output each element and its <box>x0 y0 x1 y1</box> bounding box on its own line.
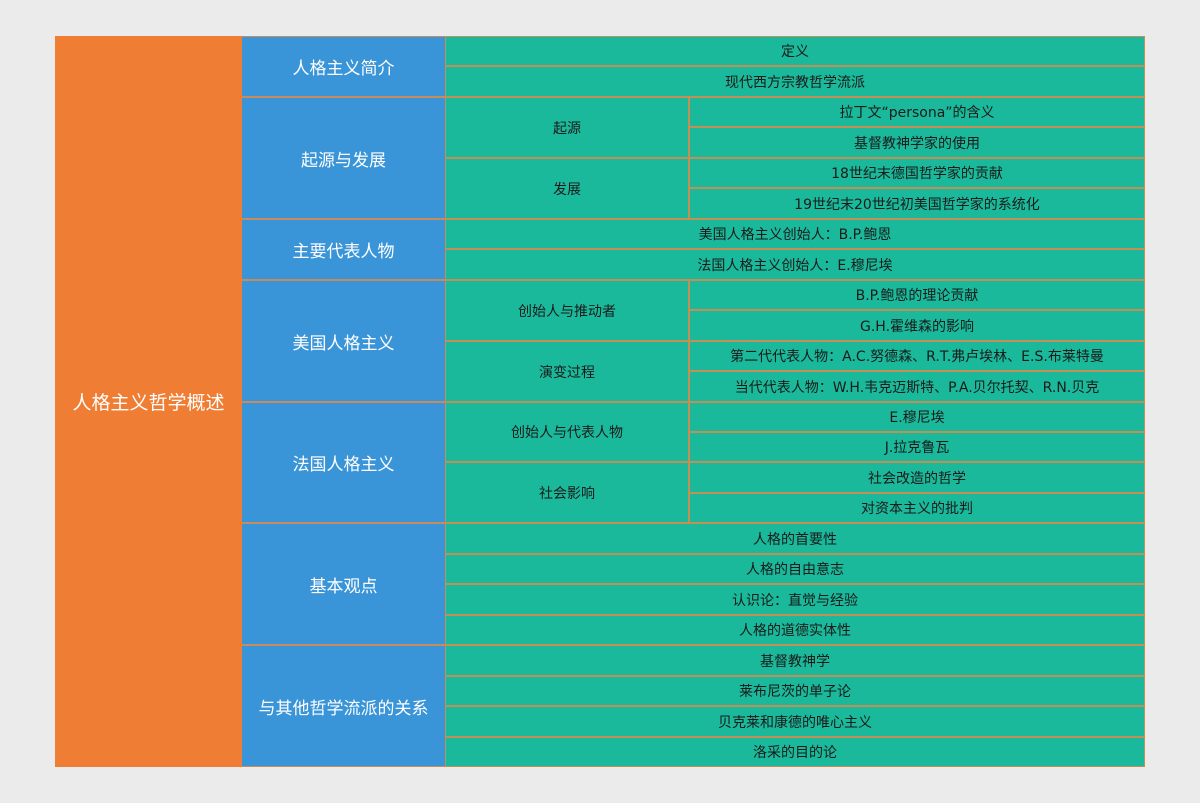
leaf-node: 基督教神学家的使用 <box>689 127 1145 158</box>
leaf-node: 当代代表人物：W.H.韦克迈斯特、P.A.贝尔托契、R.N.贝克 <box>689 371 1145 402</box>
leaf-node: 认识论：直觉与经验 <box>445 584 1145 615</box>
leaf-node: 洛采的目的论 <box>445 737 1145 767</box>
leaf-node-label: 人格的自由意志 <box>746 562 844 578</box>
leaf-node: 人格的道德实体性 <box>445 615 1145 645</box>
leaf-node-label: 基督教神学家的使用 <box>854 135 980 152</box>
leaf-node-label: 认识论：直觉与经验 <box>732 592 858 609</box>
subcategory-node: 创始人与推动者 <box>445 280 689 341</box>
leaf-node: 社会改造的哲学 <box>689 462 1145 493</box>
leaf-node: 现代西方宗教哲学流派 <box>445 66 1145 97</box>
subcategory-node-label: 社会影响 <box>539 485 595 502</box>
leaf-node-label: 社会改造的哲学 <box>868 470 966 487</box>
leaf-node-label: 洛采的目的论 <box>753 745 837 761</box>
category-node-label: 与其他哲学流派的关系 <box>258 698 429 719</box>
category-node-label: 人格主义简介 <box>292 59 395 79</box>
root-node: 人格主义哲学概述 <box>55 36 242 767</box>
leaf-node: 19世纪末20世纪初美国哲学家的系统化 <box>689 188 1145 219</box>
subcategory-node: 演变过程 <box>445 341 689 402</box>
subcategory-node-label: 演变过程 <box>539 364 595 381</box>
subcategory-node-label: 起源 <box>553 120 581 137</box>
leaf-node: 定义 <box>445 36 1145 66</box>
leaf-node: J.拉克鲁瓦 <box>689 432 1145 462</box>
leaf-node: 对资本主义的批判 <box>689 493 1145 523</box>
subcategory-node-label: 创始人与推动者 <box>518 303 616 320</box>
leaf-node-label: 拉丁文“persona”的含义 <box>839 105 995 121</box>
leaf-node-label: 基督教神学 <box>760 653 830 670</box>
leaf-node: 第二代代表人物：A.C.努德森、R.T.弗卢埃林、E.S.布莱特曼 <box>689 341 1145 371</box>
category-node-label: 法国人格主义 <box>292 455 395 475</box>
leaf-node: 基督教神学 <box>445 645 1145 676</box>
leaf-node-label: J.拉克鲁瓦 <box>884 440 950 456</box>
category-node-label: 基本观点 <box>309 576 378 597</box>
leaf-node: E.穆尼埃 <box>689 402 1145 432</box>
category-node: 美国人格主义 <box>242 280 445 402</box>
leaf-node: 莱布尼茨的单子论 <box>445 676 1145 706</box>
leaf-node-label: 法国人格主义创始人：E.穆尼埃 <box>697 257 893 274</box>
category-node-label: 美国人格主义 <box>292 333 395 354</box>
category-node: 与其他哲学流派的关系 <box>242 645 445 767</box>
leaf-node-label: 人格的首要性 <box>753 531 837 548</box>
category-node: 主要代表人物 <box>242 219 445 280</box>
leaf-node-label: 定义 <box>781 44 809 60</box>
leaf-node-label: 对资本主义的批判 <box>861 501 973 517</box>
leaf-node: 人格的首要性 <box>445 523 1145 554</box>
leaf-node-label: 莱布尼茨的单子论 <box>739 684 851 700</box>
leaf-node-label: 19世纪末20世纪初美国哲学家的系统化 <box>794 196 1040 213</box>
category-node-label: 起源与发展 <box>301 150 386 171</box>
leaf-node: 法国人格主义创始人：E.穆尼埃 <box>445 249 1145 280</box>
category-node: 起源与发展 <box>242 97 445 219</box>
subcategory-node: 创始人与代表人物 <box>445 402 689 462</box>
leaf-node: 美国人格主义创始人：B.P.鲍恩 <box>445 219 1145 249</box>
leaf-node-label: B.P.鲍恩的理论贡献 <box>855 288 979 304</box>
subcategory-node: 发展 <box>445 158 689 219</box>
category-node: 基本观点 <box>242 523 445 645</box>
leaf-node-label: G.H.霍维森的影响 <box>859 318 975 335</box>
leaf-node-label: 人格的道德实体性 <box>739 623 851 639</box>
leaf-node: B.P.鲍恩的理论贡献 <box>689 280 1145 310</box>
leaf-node-label: 当代代表人物：W.H.韦克迈斯特、P.A.贝尔托契、R.N.贝克 <box>734 379 1100 396</box>
category-node: 法国人格主义 <box>242 402 445 523</box>
root-node-label: 人格主义哲学概述 <box>72 392 225 414</box>
leaf-node-label: 第二代代表人物：A.C.努德森、R.T.弗卢埃林、E.S.布莱特曼 <box>730 349 1104 365</box>
category-node-label: 主要代表人物 <box>292 242 395 262</box>
subcategory-node: 社会影响 <box>445 462 689 523</box>
leaf-node: 拉丁文“persona”的含义 <box>689 97 1145 127</box>
category-node: 人格主义简介 <box>242 36 445 97</box>
leaf-node-label: E.穆尼埃 <box>889 410 945 426</box>
mindmap-table: 人格主义哲学概述 人格主义简介 定义现代西方宗教哲学流派起源与发展 起源 拉丁文“per… <box>55 36 1145 767</box>
leaf-node-label: 18世纪末德国哲学家的贡献 <box>831 166 1003 182</box>
leaf-node: 贝克莱和康德的唯心主义 <box>445 706 1145 737</box>
leaf-node: 人格的自由意志 <box>445 554 1145 584</box>
subcategory-node-label: 创始人与代表人物 <box>511 425 623 441</box>
leaf-node-label: 现代西方宗教哲学流派 <box>725 74 865 91</box>
leaf-node-label: 贝克莱和康德的唯心主义 <box>718 714 872 731</box>
leaf-node: 18世纪末德国哲学家的贡献 <box>689 158 1145 188</box>
subcategory-node-label: 发展 <box>553 181 581 198</box>
subcategory-node: 起源 <box>445 97 689 158</box>
leaf-node: G.H.霍维森的影响 <box>689 310 1145 341</box>
leaf-node-label: 美国人格主义创始人：B.P.鲍恩 <box>698 227 892 243</box>
